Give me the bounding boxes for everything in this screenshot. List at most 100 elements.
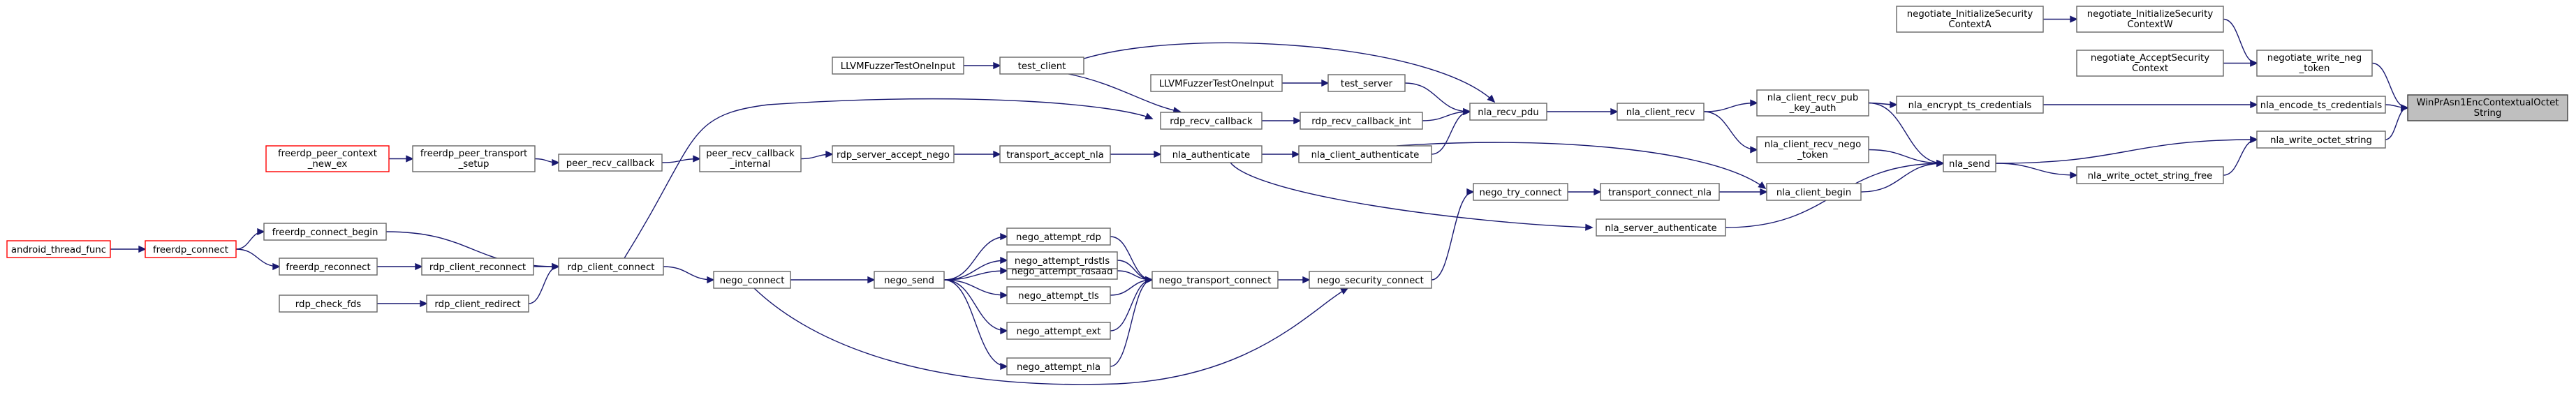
node-att-rdstls[interactable]: nego_attempt_rdstls bbox=[1006, 251, 1118, 269]
node-label: nego_attempt_rdp bbox=[1016, 232, 1101, 243]
node-label: _new_ex bbox=[307, 159, 348, 170]
node-client-recv[interactable]: nla_client_recv bbox=[1617, 103, 1705, 121]
arrowhead-icon bbox=[138, 245, 147, 253]
node-box bbox=[999, 57, 1084, 75]
node-rdp-recv-cb-int[interactable]: rdp_recv_callback_int bbox=[1300, 112, 1423, 130]
edge-att_nla-to-nego_transport bbox=[1110, 276, 1154, 367]
node-peer-context[interactable]: freerdp_peer_context_new_ex bbox=[265, 145, 390, 172]
node-nego-send[interactable]: nego_send bbox=[874, 271, 945, 289]
node-box bbox=[2076, 50, 2224, 77]
node-nla-write-osf[interactable]: nla_write_octet_string_free bbox=[2076, 166, 2224, 184]
node-nego-connect[interactable]: nego_connect bbox=[713, 271, 791, 289]
node-recv-pub[interactable]: nla_client_recv_pub_key_auth bbox=[1756, 89, 1869, 117]
node-rdp-client-connect[interactable]: rdp_client_connect bbox=[558, 258, 664, 276]
node-box bbox=[699, 145, 802, 172]
node-att-rdp[interactable]: nego_attempt_rdp bbox=[1006, 228, 1111, 246]
node-label: negotiate_write_neg bbox=[2267, 53, 2362, 64]
node-rdp-check-fds[interactable]: rdp_check_fds bbox=[279, 295, 378, 313]
node-f-connect[interactable]: freerdp_connect bbox=[145, 240, 237, 258]
node-nla-recv-pdu[interactable]: nla_recv_pdu bbox=[1469, 103, 1547, 121]
arrowhead-icon bbox=[1340, 288, 1349, 295]
node-nla-send[interactable]: nla_send bbox=[1943, 154, 1996, 172]
node-rdp-recv-cb[interactable]: rdp_recv_callback bbox=[1160, 112, 1263, 130]
node-nego-sec[interactable]: nego_security_connect bbox=[1309, 271, 1432, 289]
node-server-auth[interactable]: nla_server_authenticate bbox=[1596, 218, 1726, 237]
arrowhead-icon bbox=[1292, 150, 1300, 158]
edge-line bbox=[1868, 149, 1944, 164]
node-label: nla_server_authenticate bbox=[1605, 223, 1716, 234]
node-label: negotiate_AcceptSecurity bbox=[2091, 53, 2209, 64]
node-label: WinPrAsn1EncContextualOctet bbox=[2416, 98, 2559, 108]
node-nla-write-os[interactable]: nla_write_octet_string bbox=[2256, 131, 2386, 149]
node-peer-transport[interactable]: freerdp_peer_transport_setup bbox=[412, 145, 536, 172]
node-nla-auth[interactable]: nla_authenticate bbox=[1160, 145, 1263, 163]
node-nla-encrypt[interactable]: nla_encrypt_ts_credentials bbox=[1896, 96, 2044, 114]
node-client-auth[interactable]: nla_client_authenticate bbox=[1298, 145, 1432, 163]
node-transport-accept[interactable]: transport_accept_nla bbox=[999, 145, 1111, 163]
edge-nla_write_osf-to-nla_write_os bbox=[2223, 135, 2258, 176]
node-label: nego_transport_connect bbox=[1159, 276, 1272, 286]
node-test-client[interactable]: test_client bbox=[999, 57, 1084, 75]
node-test-server[interactable]: test_server bbox=[1327, 74, 1406, 92]
edge-line bbox=[1404, 82, 1471, 112]
node-neg-write[interactable]: negotiate_write_neg_token bbox=[2256, 50, 2373, 77]
node-peer-recv-cb[interactable]: peer_recv_callback bbox=[558, 154, 663, 172]
node-box bbox=[1896, 96, 2044, 114]
edge-line bbox=[2223, 18, 2258, 64]
node-rdp-client-reconnect[interactable]: rdp_client_reconnect bbox=[421, 258, 534, 276]
arrowhead-icon bbox=[1321, 79, 1330, 87]
arrowhead-icon bbox=[1000, 362, 1008, 371]
node-fuzz2[interactable]: LLVMFuzzerTestOneInput bbox=[1150, 74, 1283, 92]
node-box bbox=[1006, 322, 1111, 340]
node-box bbox=[1150, 74, 1283, 92]
node-box bbox=[145, 240, 237, 258]
edge-line bbox=[1422, 111, 1471, 121]
edge-line bbox=[753, 288, 1348, 385]
node-label: nla_client_recv_nego bbox=[1765, 140, 1861, 150]
arrowhead-icon bbox=[2070, 171, 2078, 179]
node-box bbox=[1943, 154, 1996, 172]
node-f-reconnect[interactable]: freerdp_reconnect bbox=[279, 258, 378, 276]
node-att-tls[interactable]: nego_attempt_tls bbox=[1006, 286, 1111, 304]
node-fuzz1[interactable]: LLVMFuzzerTestOneInput bbox=[832, 57, 964, 75]
edge-neg_accept-to-neg_write bbox=[2223, 59, 2258, 67]
edge-test_server-to-nla_recv_pdu bbox=[1404, 82, 1471, 116]
edge-nla_encrypt-to-nla_encode bbox=[2043, 100, 2258, 109]
edge-nla_send-to-nla_write_osf bbox=[1995, 163, 2078, 179]
edge-line bbox=[943, 279, 1008, 296]
node-android[interactable]: android_thread_func bbox=[6, 240, 111, 258]
node-label: nla_encode_ts_credentials bbox=[2260, 100, 2382, 111]
node-box bbox=[1300, 112, 1423, 130]
node-client-begin[interactable]: nla_client_begin bbox=[1766, 183, 1862, 201]
node-server-accept[interactable]: rdp_server_accept_nego bbox=[832, 145, 955, 163]
node-recv-nego[interactable]: nla_client_recv_nego_token bbox=[1756, 136, 1869, 163]
node-transport-connect-nla[interactable]: transport_connect_nla bbox=[1600, 183, 1720, 201]
arrowhead-icon bbox=[2401, 104, 2409, 112]
node-nla-encode[interactable]: nla_encode_ts_credentials bbox=[2256, 96, 2386, 114]
node-fc-begin[interactable]: freerdp_connect_begin bbox=[263, 223, 387, 241]
node-box bbox=[1006, 251, 1118, 269]
node-rdp-client-redirect[interactable]: rdp_client_redirect bbox=[426, 295, 529, 313]
arrowhead-icon bbox=[1936, 159, 1945, 167]
node-label: ContextA bbox=[1948, 20, 1991, 30]
arrowhead-icon bbox=[1000, 256, 1008, 264]
node-label: _setup bbox=[458, 159, 490, 170]
node-label: nego_attempt_rdstls bbox=[1015, 256, 1110, 267]
node-nego-transport[interactable]: nego_transport_connect bbox=[1151, 271, 1279, 289]
node-att-nla[interactable]: nego_attempt_nla bbox=[1006, 357, 1111, 375]
node-label: nego_send bbox=[884, 276, 934, 286]
node-nego-try[interactable]: nego_try_connect bbox=[1473, 183, 1568, 201]
node-box bbox=[1160, 145, 1263, 163]
node-att-ext[interactable]: nego_attempt_ext bbox=[1006, 322, 1111, 340]
arrowhead-icon bbox=[257, 228, 265, 236]
arrowhead-icon bbox=[707, 276, 715, 284]
arrowhead-icon bbox=[1293, 117, 1302, 125]
arrowhead-icon bbox=[1000, 327, 1008, 335]
node-prc-internal[interactable]: peer_recv_callback_internal bbox=[699, 145, 802, 172]
edge-line bbox=[1431, 191, 1474, 281]
node-label: _token bbox=[2299, 64, 2330, 74]
